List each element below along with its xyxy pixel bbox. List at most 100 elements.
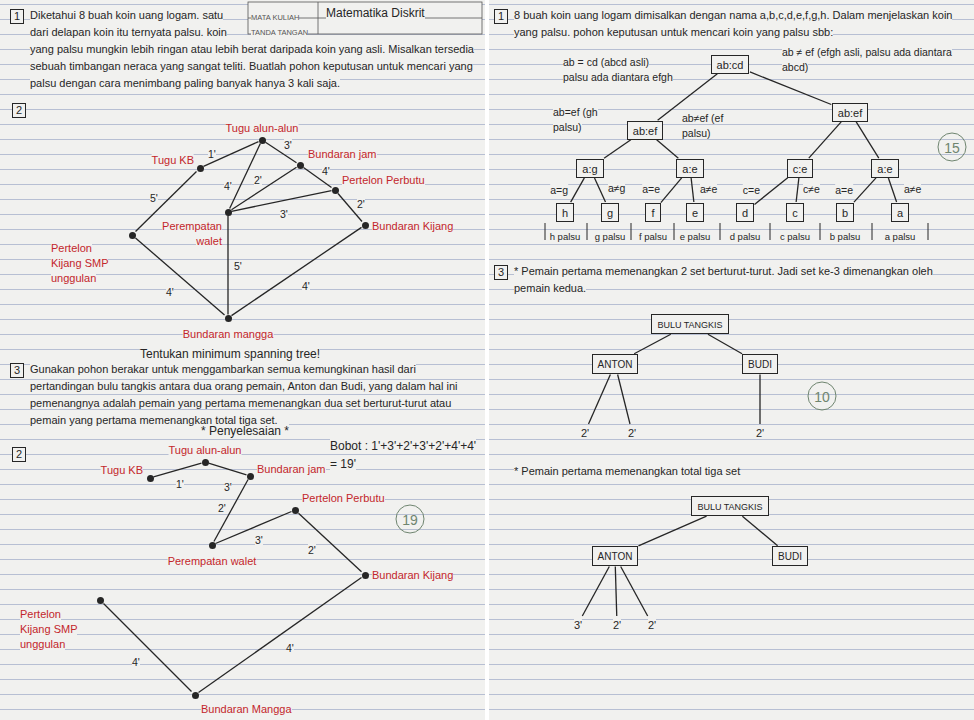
graph-edge xyxy=(299,513,362,572)
node-text: a xyxy=(897,207,903,219)
node-text: a:e xyxy=(682,163,697,175)
score-circle xyxy=(938,133,966,161)
branch-label: a=e xyxy=(642,183,660,195)
grade-score: 19 xyxy=(402,512,418,528)
vertex-label-holder: Bundaran Kijang xyxy=(372,567,453,582)
vertex-label-holder: Pertelon Perbutu xyxy=(302,490,385,505)
tree-branch xyxy=(657,140,679,158)
label-holder: 15 xyxy=(944,139,960,157)
form-field-name: TANDA TANGAN xyxy=(251,28,308,37)
player-box: ANTON xyxy=(592,354,639,374)
tree-branch xyxy=(888,178,896,202)
grade-score: 10 xyxy=(814,389,830,405)
edge-label-holder: 3' xyxy=(284,137,292,152)
branch-label: ab = cd (abcd asli) palsu ada diantara e… xyxy=(563,56,673,83)
graph-edge xyxy=(209,463,247,475)
edge-label-holder: 2' xyxy=(254,172,262,187)
branch-label: a=g xyxy=(550,184,568,196)
vertex-label: Bundaran jam xyxy=(308,148,377,160)
graph-vertex: Pertelon Perbutu xyxy=(292,507,299,514)
tree-branch xyxy=(634,334,671,354)
leaf-result: d palsu xyxy=(730,231,761,242)
answer-number: 3 xyxy=(494,265,508,280)
vertex-label: Tugu KB xyxy=(101,464,143,476)
leaf-box: f xyxy=(645,203,660,222)
leaf-result: h palsu xyxy=(550,231,581,242)
edge-label-holder: 2' xyxy=(357,196,365,211)
vertex-label: Bundaran Kijang xyxy=(372,569,453,581)
decision-box: a:g xyxy=(576,159,603,178)
left-page xyxy=(0,0,485,720)
graph-vertex: Bundaran Kijang xyxy=(362,222,369,229)
edge-weight: 2' xyxy=(308,544,316,556)
edge-label-holder: 5' xyxy=(234,258,242,273)
edge-weight: 4' xyxy=(132,656,140,668)
label-holder: * Pemain pertama memenangkan total tiga … xyxy=(514,462,740,479)
leaf-box: h xyxy=(556,203,574,222)
node-text: ab:cd xyxy=(717,59,744,71)
edge-weight: 4' xyxy=(224,180,232,192)
answer-number: 2 xyxy=(12,447,26,462)
tree-branch xyxy=(856,122,879,158)
graph-vertex: Tugu KB xyxy=(147,475,154,482)
vertex-label: Perempatan walet xyxy=(168,555,257,567)
node-text: BUDI xyxy=(778,551,802,562)
label-holder: 8 buah koin uang logam dimisalkan dengan… xyxy=(514,6,966,40)
vertex-label-holder: Tugu KB xyxy=(101,462,143,477)
graph-vertex: Perempatan walet xyxy=(209,542,216,549)
label-holder: 3 xyxy=(494,262,508,280)
edge-label-holder: 4' xyxy=(166,284,174,299)
form-field-name: MATA KULIAH xyxy=(251,13,299,22)
label-holder: a palsu xyxy=(885,226,916,244)
edge-label-holder: ab=ef (gh palsu) xyxy=(553,104,613,134)
graph-vertex: Bundaran jam xyxy=(247,473,254,480)
tree-branch xyxy=(796,178,799,202)
edge-weight: 3' xyxy=(224,481,232,493)
edge-label-holder: a≠e xyxy=(904,181,921,196)
graph-edge xyxy=(204,142,259,167)
edge-label-holder: 2' xyxy=(218,500,226,515)
graph-edge xyxy=(136,238,225,315)
player-box: BUDI xyxy=(772,546,808,566)
question-text: Gunakan pohon berakar untuk menggambarka… xyxy=(30,363,457,426)
graph-edge xyxy=(232,167,297,209)
branch-label: c≠e xyxy=(803,183,820,195)
node-text: 2' xyxy=(628,427,636,439)
total-weight: Bobot : 1'+3'+2'+3'+2'+4'+4' = 19' xyxy=(330,439,476,471)
vertex-label: Tugu alun-alun xyxy=(226,122,299,134)
vertex-label: Tugu KB xyxy=(152,154,194,166)
leaf-box: c xyxy=(786,203,804,222)
graph-vertex: Tugu alun-alun xyxy=(202,459,209,466)
tree-branch xyxy=(589,374,611,424)
edge-weight: 1' xyxy=(208,148,216,160)
set-count: 2' xyxy=(579,425,591,440)
edge-label-holder: 5' xyxy=(150,190,158,205)
graph-vertex: Tugu KB xyxy=(197,165,204,172)
vertex-label: Tugu alun-alun xyxy=(169,444,242,456)
branch-label: a≠g xyxy=(608,182,625,194)
decision-box: a:e xyxy=(676,159,703,178)
label-holder: d palsu xyxy=(730,226,761,244)
edge-label-holder: 3' xyxy=(224,479,232,494)
question-number: 2 xyxy=(12,103,26,118)
node-text: a:g xyxy=(582,163,597,175)
label-holder: TANDA TANGAN xyxy=(251,21,308,39)
leaf-result: a palsu xyxy=(885,231,916,242)
root-box: BULU TANGKIS xyxy=(651,314,728,334)
tree-branch xyxy=(691,178,694,202)
graph-vertex: Pertelon Kijang SMP unggulan xyxy=(129,232,136,239)
node-text: d xyxy=(742,207,748,219)
leaf-box: b xyxy=(836,203,854,222)
leaf-result: g palsu xyxy=(595,231,626,242)
vertex-label-holder: Pertelon Perbutu xyxy=(342,172,425,187)
leaf-result: e palsu xyxy=(680,231,711,242)
node-text: ab:ef xyxy=(633,125,657,137)
answer-number: 1 xyxy=(494,9,508,24)
edge-label-holder: 4' xyxy=(286,640,294,655)
graph-vertex: Tugu alun-alun xyxy=(259,137,266,144)
edge-label-holder: a=e xyxy=(642,181,660,196)
tree-branch xyxy=(661,178,682,203)
decision-box: a:e xyxy=(871,159,898,178)
node-text: 2' xyxy=(648,619,656,631)
decision-box: ab:ef xyxy=(627,121,663,140)
